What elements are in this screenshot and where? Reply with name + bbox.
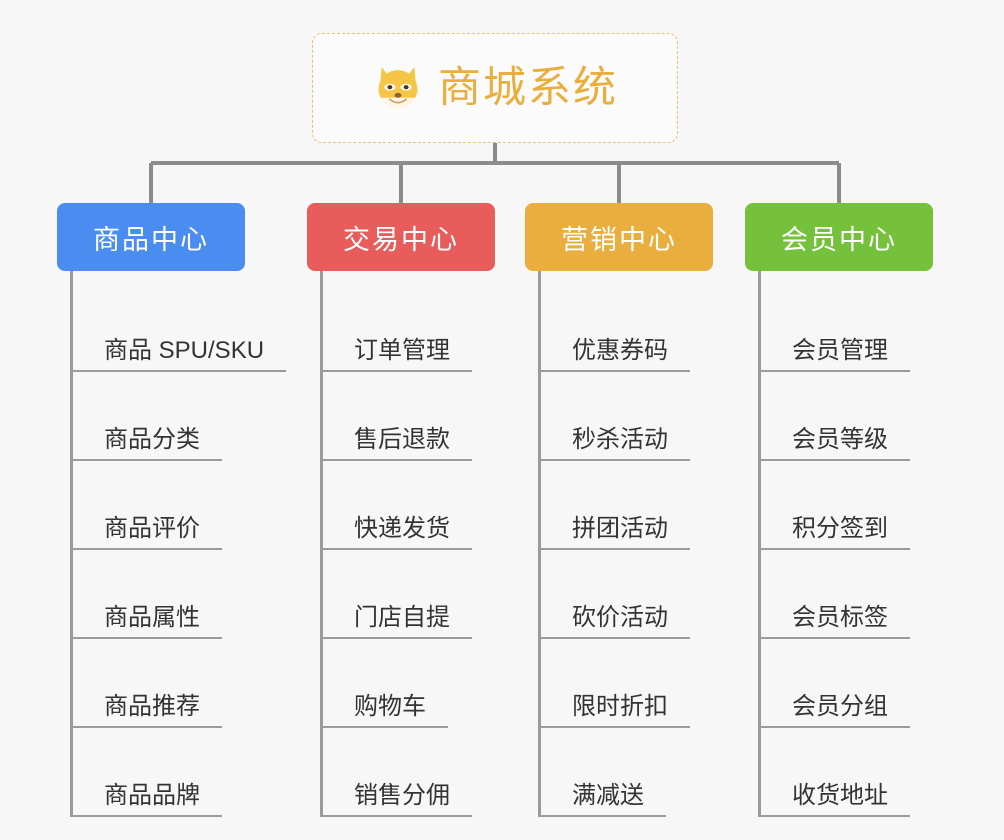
branch-column-1: 交易中心 订单管理 售后退款 快递发货 门店自提 购物车 销售分佣 xyxy=(307,203,495,817)
leaf-label: 会员标签 xyxy=(758,604,910,639)
branch-spine-3 xyxy=(758,271,761,817)
branch-body-2: 优惠券码 秒杀活动 拼团活动 砍价活动 限时折扣 满减送 xyxy=(525,271,713,817)
root-node[interactable]: 商城系统 xyxy=(312,33,678,143)
list-item[interactable]: 商品品牌 xyxy=(57,728,245,817)
leaf-label: 商品 SPU/SKU xyxy=(70,337,287,372)
leaf-label: 会员等级 xyxy=(758,426,910,461)
branch-column-0: 商品中心 商品 SPU/SKU 商品分类 商品评价 商品属性 商品推荐 商品品牌 xyxy=(57,203,287,817)
branch-spine-2 xyxy=(538,271,541,817)
leaf-label: 商品推荐 xyxy=(70,693,222,728)
list-item[interactable]: 限时折扣 xyxy=(525,639,713,728)
branch-body-1: 订单管理 售后退款 快递发货 门店自提 购物车 销售分佣 xyxy=(307,271,495,817)
leaf-label: 会员管理 xyxy=(758,337,910,372)
leaf-label: 商品分类 xyxy=(70,426,222,461)
branch-column-2: 营销中心 优惠券码 秒杀活动 拼团活动 砍价活动 限时折扣 满减送 xyxy=(525,203,713,817)
leaf-label: 拼团活动 xyxy=(538,515,690,550)
list-item[interactable]: 售后退款 xyxy=(307,372,495,461)
list-item[interactable]: 优惠券码 xyxy=(525,283,713,372)
branch-column-3: 会员中心 会员管理 会员等级 积分签到 会员标签 会员分组 收货地址 xyxy=(745,203,933,817)
list-item[interactable]: 砍价活动 xyxy=(525,550,713,639)
list-item[interactable]: 拼团活动 xyxy=(525,461,713,550)
leaf-label: 优惠券码 xyxy=(538,337,690,372)
list-item[interactable]: 商品推荐 xyxy=(57,639,245,728)
leaf-label: 售后退款 xyxy=(320,426,472,461)
leaf-label: 订单管理 xyxy=(320,337,472,372)
leaf-label: 秒杀活动 xyxy=(538,426,690,461)
list-item[interactable]: 商品分类 xyxy=(57,372,245,461)
branch-spine-0 xyxy=(70,271,73,817)
leaf-label: 销售分佣 xyxy=(320,782,472,817)
list-item[interactable]: 积分签到 xyxy=(745,461,933,550)
list-item[interactable]: 会员标签 xyxy=(745,550,933,639)
list-item[interactable]: 会员等级 xyxy=(745,372,933,461)
list-item[interactable]: 商品属性 xyxy=(57,550,245,639)
list-item[interactable]: 订单管理 xyxy=(307,283,495,372)
leaf-label: 砍价活动 xyxy=(538,604,690,639)
leaf-label: 商品属性 xyxy=(70,604,222,639)
leaf-label: 会员分组 xyxy=(758,693,910,728)
branch-header-2[interactable]: 营销中心 xyxy=(525,203,713,271)
list-item[interactable]: 购物车 xyxy=(307,639,495,728)
list-item[interactable]: 商品评价 xyxy=(57,461,245,550)
leaf-label: 快递发货 xyxy=(320,515,472,550)
list-item[interactable]: 会员管理 xyxy=(745,283,933,372)
leaf-label: 商品品牌 xyxy=(70,782,222,817)
list-item[interactable]: 收货地址 xyxy=(745,728,933,817)
list-item[interactable]: 会员分组 xyxy=(745,639,933,728)
list-item[interactable]: 销售分佣 xyxy=(307,728,495,817)
list-item[interactable]: 门店自提 xyxy=(307,550,495,639)
leaf-label: 门店自提 xyxy=(320,604,472,639)
shiba-dog-icon xyxy=(378,66,418,110)
list-item[interactable]: 商品 SPU/SKU xyxy=(57,283,287,372)
leaf-label: 收货地址 xyxy=(758,782,910,817)
branch-spine-1 xyxy=(320,271,323,817)
leaf-label: 购物车 xyxy=(320,693,448,728)
branch-header-3[interactable]: 会员中心 xyxy=(745,203,933,271)
list-item[interactable]: 快递发货 xyxy=(307,461,495,550)
leaf-label: 限时折扣 xyxy=(538,693,690,728)
branch-body-3: 会员管理 会员等级 积分签到 会员标签 会员分组 收货地址 xyxy=(745,271,933,817)
list-item[interactable]: 秒杀活动 xyxy=(525,372,713,461)
list-item[interactable]: 满减送 xyxy=(525,728,713,817)
leaf-label: 满减送 xyxy=(538,782,666,817)
branch-body-0: 商品 SPU/SKU 商品分类 商品评价 商品属性 商品推荐 商品品牌 xyxy=(57,271,287,817)
branch-header-0[interactable]: 商品中心 xyxy=(57,203,245,271)
branch-header-1[interactable]: 交易中心 xyxy=(307,203,495,271)
root-title: 商城系统 xyxy=(438,63,618,112)
leaf-label: 积分签到 xyxy=(758,515,910,550)
leaf-label: 商品评价 xyxy=(70,515,222,550)
